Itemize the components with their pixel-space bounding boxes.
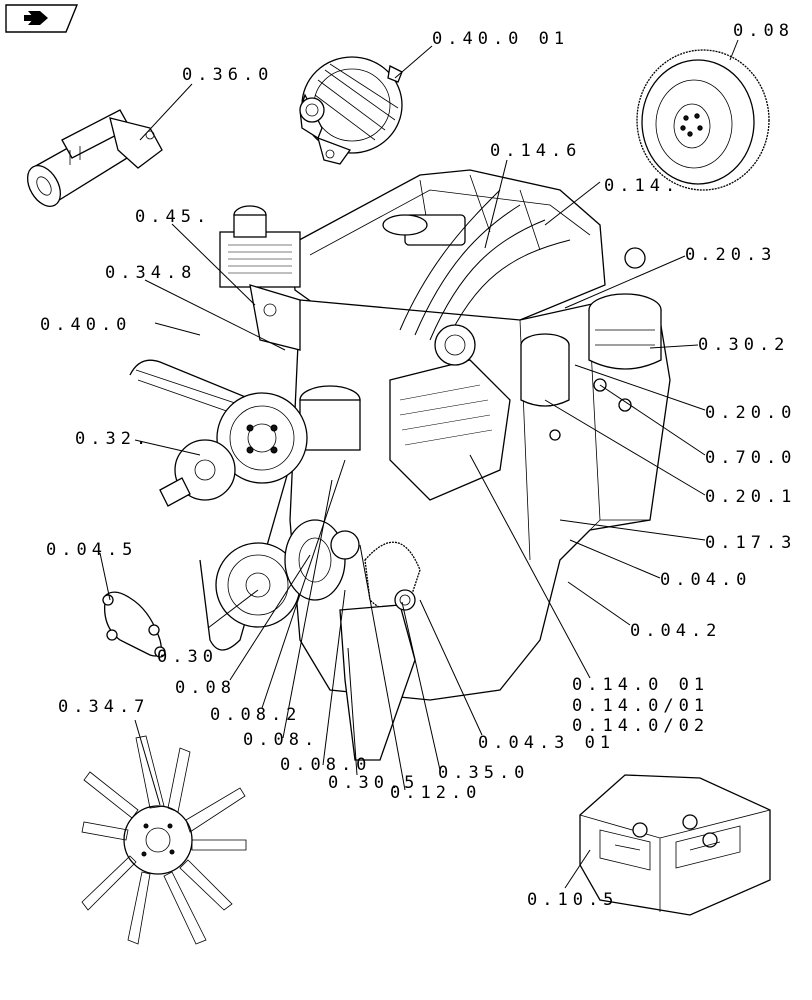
callout-injection-lines[interactable]: 0.14.6	[490, 141, 581, 161]
callout-crankshaft[interactable]: 0.08.0	[280, 755, 371, 775]
callout-oil-sump[interactable]: 0.10.5	[527, 890, 618, 910]
callout-water-pump-housing[interactable]: 0.34.8	[105, 263, 196, 283]
callout-fan[interactable]: 0.34.7	[58, 697, 149, 717]
flywheel-part	[636, 49, 770, 191]
callout-sensor[interactable]: 0.70.0	[705, 448, 796, 468]
callout-fuel-filter-a[interactable]: 0.20.3	[685, 245, 776, 265]
callout-fuel-filter-b[interactable]: 0.20.0	[705, 403, 796, 423]
callout-dipstick[interactable]: 0.35.0	[438, 763, 529, 783]
callout-oil-pump-b[interactable]: 0.30.5	[328, 773, 419, 793]
callout-alternator-bracket[interactable]: 0.40.0	[40, 315, 131, 335]
back-arrow-icon[interactable]	[5, 4, 79, 33]
callout-injection-pump-1[interactable]: 0.14.0 01	[572, 675, 709, 695]
callout-injection-pump-3[interactable]: 0.14.0/02	[572, 716, 709, 736]
fan-part	[81, 735, 247, 945]
callout-oil-pump-a[interactable]: 0.30	[157, 647, 218, 667]
callout-alternator[interactable]: 0.40.0 01	[432, 29, 569, 49]
oil-sump-part	[579, 774, 771, 916]
callout-flywheel[interactable]: 0.08	[733, 21, 794, 41]
callout-crankcase-side[interactable]: 0.04.2	[630, 621, 721, 641]
cover-part	[102, 591, 166, 658]
callout-timing-cover[interactable]: 0.04.3 01	[478, 733, 615, 753]
callout-injector[interactable]: 0.14.	[604, 176, 680, 196]
callout-fuel-pump[interactable]: 0.17.3	[705, 533, 796, 553]
callout-fuel-line[interactable]: 0.12.0	[390, 783, 481, 803]
callout-crankcase[interactable]: 0.04.0	[660, 570, 751, 590]
callout-damper[interactable]: 0.08.2	[210, 705, 301, 725]
callout-oil-filter[interactable]: 0.30.2	[698, 335, 789, 355]
alternator-part	[299, 56, 403, 165]
callout-timing-gear[interactable]: 0.08.	[243, 730, 319, 750]
callout-injection-pump-2[interactable]: 0.14.0/01	[572, 696, 709, 716]
callout-water-pump[interactable]: 0.32.	[75, 429, 151, 449]
callout-pulley[interactable]: 0.08	[175, 678, 236, 698]
starter-part	[26, 109, 163, 207]
callout-cover[interactable]: 0.04.5	[46, 540, 137, 560]
callout-thermostat[interactable]: 0.45.	[135, 207, 211, 227]
callout-labels: 0.40.0 01 0.08 0.36.0 0.14.6 0.14. 0.45.…	[40, 21, 796, 910]
engine-block	[129, 169, 671, 761]
callout-starter[interactable]: 0.36.0	[182, 65, 273, 85]
leader-lines	[99, 39, 739, 889]
callout-fuel-filter-c[interactable]: 0.20.1	[705, 487, 796, 507]
